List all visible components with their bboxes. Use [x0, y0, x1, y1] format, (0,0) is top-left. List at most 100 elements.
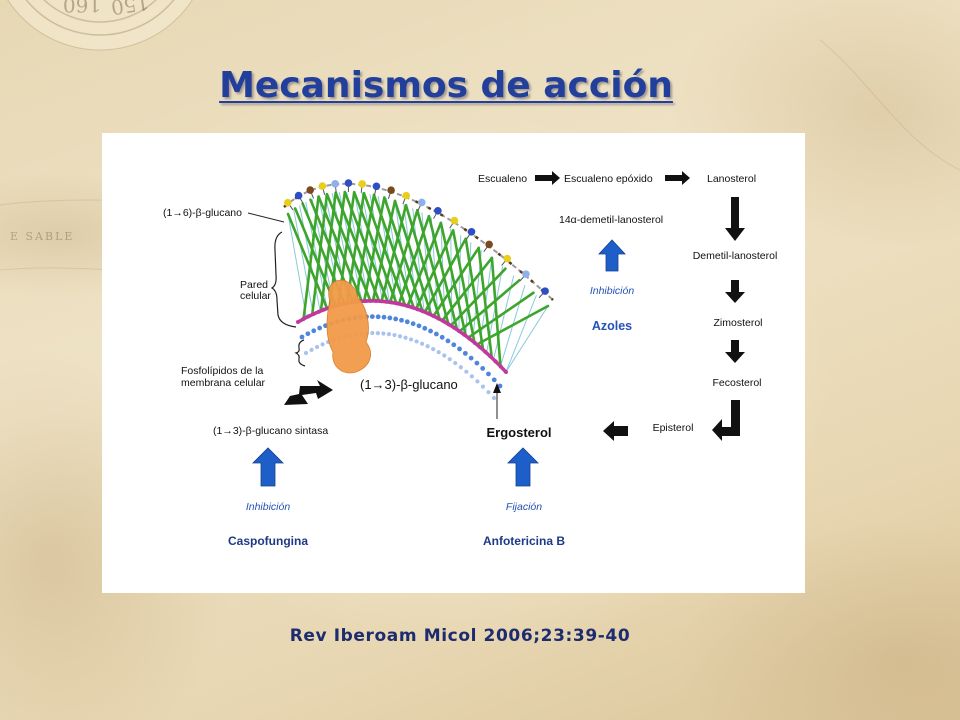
- phospholipid-head: [457, 346, 462, 352]
- arrow-right-icon: [665, 171, 690, 185]
- phospholipid-head: [416, 323, 422, 329]
- mannoprotein: [331, 179, 339, 188]
- glucan-16-leader-line: [247, 212, 285, 223]
- label-celular: celular: [240, 290, 271, 302]
- label-fosfolipidos: Fosfolípidos de la: [181, 365, 263, 377]
- phospholipid-head: [491, 395, 497, 401]
- phospholipid-head: [453, 360, 458, 366]
- mechanism-diagram: Escualeno Escualeno epóxido Lanosterol 1…: [163, 171, 777, 548]
- phospholipid-head: [299, 334, 305, 340]
- label-anfotericina-b: Anfotericina B: [483, 534, 565, 548]
- glucan-fibril: [319, 191, 338, 313]
- membrane-dot: [415, 307, 420, 312]
- membrane-dot: [452, 325, 456, 330]
- mannoprotein: [503, 254, 512, 263]
- arrow-down-icon: [725, 340, 745, 363]
- ergosterol-arrowhead: [493, 383, 501, 393]
- glucan-fibril: [432, 246, 480, 318]
- chitin-fiber: [293, 209, 314, 315]
- glucan-fibril: [354, 193, 376, 304]
- membrane-dot: [462, 332, 467, 337]
- cell-wall-surface-proteins: [283, 179, 549, 299]
- membrane-dot: [368, 298, 373, 303]
- mannoprotein: [450, 216, 459, 225]
- membrane-dot: [467, 336, 472, 341]
- label-azoles-action: Inhibición: [590, 285, 635, 297]
- phospholipid-head: [370, 330, 375, 336]
- membrane-dot: [374, 298, 378, 303]
- membrane-dot: [306, 314, 311, 319]
- membrane-dot: [389, 300, 394, 305]
- arrow-left-icon: [603, 421, 628, 441]
- membrane-dot: [441, 319, 446, 324]
- mannoprotein: [485, 240, 493, 249]
- mannoprotein: [434, 207, 442, 215]
- membrane-dot: [472, 340, 477, 345]
- label-episterol: Episterol: [653, 422, 694, 434]
- membrane-dot: [446, 322, 451, 327]
- mannoprotein: [402, 191, 411, 200]
- phospholipid-head: [392, 332, 397, 338]
- glucan-fibril: [388, 209, 419, 304]
- glucan-fibril: [423, 237, 468, 314]
- membrane-dot: [498, 364, 503, 369]
- map-lettering: E SABLE: [10, 230, 74, 243]
- membrane-dot: [478, 345, 482, 350]
- glucan-fibril: [371, 199, 397, 303]
- phospholipid-head: [464, 369, 469, 374]
- label-ergosterol: Ergosterol: [486, 425, 551, 440]
- glucan-fibril: [302, 195, 320, 321]
- compass-mark: 150: [109, 0, 150, 20]
- arrow-up-blue-icon: [598, 239, 626, 272]
- membrane-dot: [457, 329, 462, 334]
- phospholipid-head: [436, 350, 441, 355]
- phospholipid-head: [386, 332, 392, 337]
- membrane-dot: [410, 305, 415, 310]
- phospholipid-head: [408, 337, 414, 342]
- mannoprotein: [372, 182, 381, 191]
- phospholipid-head: [397, 334, 403, 339]
- chitin-fiber: [458, 235, 462, 331]
- arrow-bent-left-icon: [712, 400, 740, 441]
- glucan-fibril: [404, 203, 442, 321]
- phospholipid-head: [474, 360, 480, 366]
- phospholipid-head: [497, 383, 503, 389]
- arrow-down-icon: [725, 280, 745, 303]
- phospholipid-head: [425, 344, 430, 349]
- phospholipid-head: [431, 346, 436, 352]
- label-azoles: Azoles: [592, 319, 632, 333]
- phospholipid-head: [375, 314, 381, 320]
- mannoprotein: [344, 179, 353, 187]
- phospholipid-head: [303, 350, 309, 356]
- phospholipid-head: [442, 353, 447, 358]
- glucan-fibril: [440, 256, 494, 322]
- glucan-fibril: [397, 214, 431, 306]
- label-zimosterol: Zimosterol: [713, 317, 762, 329]
- label-escualeno: Escualeno: [478, 173, 527, 185]
- phospholipid-head: [420, 341, 425, 346]
- phospholipid-head: [311, 328, 317, 334]
- arrow-down-icon: [725, 197, 745, 241]
- phospholipid-head: [403, 335, 408, 340]
- glucan-fibril: [380, 203, 408, 303]
- phospholipid-head: [305, 331, 311, 337]
- membrane-dot: [504, 370, 508, 374]
- phospholipid-head: [475, 379, 480, 384]
- label-lanosterol: Lanosterol: [707, 173, 756, 185]
- compass-ring-outer: [25, 0, 175, 36]
- glucan-fibril: [427, 214, 459, 331]
- mannoprotein: [541, 287, 549, 295]
- membrane-dot: [483, 349, 488, 354]
- label-glucano-13: (1→3)-β-glucano: [360, 377, 458, 392]
- phospholipid-head: [369, 314, 375, 320]
- chitin-fiber: [505, 295, 537, 373]
- mannoprotein: [283, 198, 292, 207]
- phospholipid-head: [439, 334, 445, 340]
- phospholipid-head: [399, 317, 404, 323]
- glucan-fibril: [466, 291, 535, 339]
- glucan-fibril: [310, 192, 329, 316]
- membrane-dot: [394, 301, 399, 306]
- glucan-fibril: [451, 229, 476, 344]
- phospholipid-head: [387, 315, 393, 321]
- membrane-dot: [436, 316, 441, 321]
